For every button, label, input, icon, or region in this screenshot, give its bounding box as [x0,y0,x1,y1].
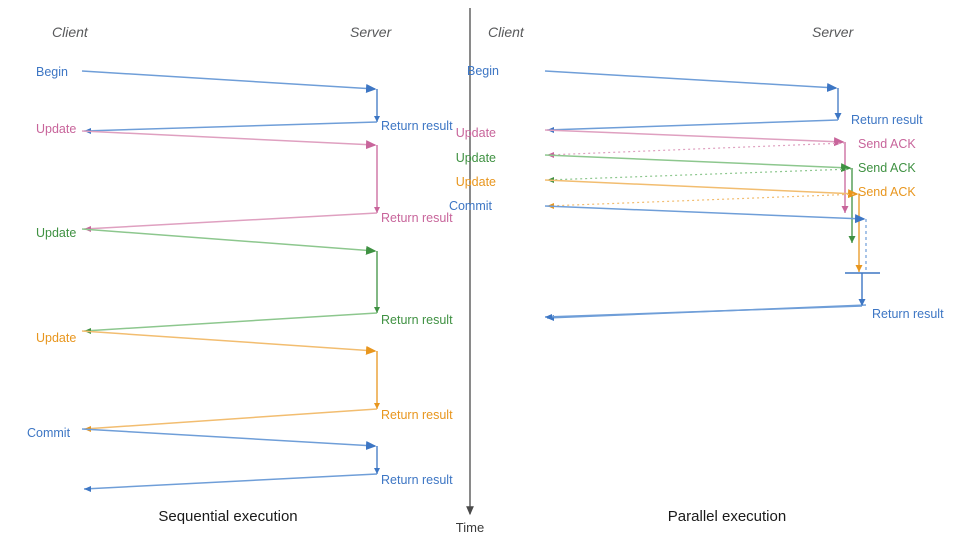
seq-server-drop-arrowhead-3 [374,403,380,409]
seq-reply-label-1: Return result [381,211,453,225]
par-reply-label-1: Send ACK [858,137,916,151]
seq-request-arrow-3 [81,330,377,355]
sequential-server-header: Server [350,24,393,40]
sequential-panel-caption: Sequential execution [158,508,297,525]
seq-request-arrow-2 [81,228,377,255]
sequential-client-header: Client [52,24,89,40]
par-request-arrow-3 [544,179,859,199]
par-server-activation-tip-0 [834,113,842,120]
seq-server-drop-arrowhead-4 [374,468,380,474]
seq-message-label-3: Update [36,331,76,345]
par-message-label-4: Commit [449,199,493,213]
seq-reply-label-4: Return result [381,473,453,487]
par-request-arrow-0 [544,70,838,92]
seq-reply-line-2 [83,312,378,332]
par-reply-line-3 [546,193,860,207]
par-reply-label-4: Return result [872,307,944,321]
time-axis: Time [456,8,484,535]
seq-reply-line-4 [83,473,378,490]
seq-reply-label-3: Return result [381,408,453,422]
parallel-client-header: Client [488,24,525,40]
seq-reply-line-1 [83,212,378,230]
par-message-label-0: Begin [467,64,499,78]
seq-message-label-4: Commit [27,426,71,440]
par-final-return-arrowhead [545,314,552,320]
seq-reply-label-0: Return result [381,119,453,133]
par-message-label-1: Update [456,126,496,140]
seq-server-drop-arrowhead-0 [374,116,380,122]
seq-server-drop-arrowhead-2 [374,307,380,313]
seq-reply-label-2: Return result [381,313,453,327]
par-reply-label-3: Send ACK [858,185,916,199]
seq-request-arrow-0 [81,70,377,93]
par-message-label-3: Update [456,175,496,189]
par-request-arrow-1 [544,129,845,147]
par-final-return-line [544,305,863,318]
par-message-label-2: Update [456,151,496,165]
seq-server-drop-arrowhead-1 [374,207,380,213]
seq-reply-line-0 [83,121,378,132]
time-axis-label: Time [456,520,484,535]
par-server-activation-tip-1 [841,206,849,213]
par-request-arrow-2 [544,154,852,173]
seq-message-label-0: Begin [36,65,68,79]
seq-request-arrow-1 [81,130,377,150]
seq-request-arrow-4 [81,428,377,450]
seq-message-label-1: Update [36,122,76,136]
par-reply-label-0: Return result [851,113,923,127]
parallel-server-header: Server [812,24,855,40]
seq-reply-arrowhead-4 [84,486,91,492]
generated-arrows-layer [81,70,880,492]
par-reply-line-2 [546,168,853,181]
par-reply-line-1 [546,142,846,156]
par-reply-label-2: Send ACK [858,161,916,175]
par-final-return-drop-arrowhead [858,299,866,306]
seq-message-label-2: Update [36,226,76,240]
parallel-panel-caption: Parallel execution [668,508,786,525]
par-server-activation-tip-3 [855,265,863,272]
par-server-activation-tip-2 [848,236,856,243]
par-reply-line-0 [546,119,839,131]
par-request-arrow-4 [544,205,866,224]
seq-reply-line-3 [83,408,378,430]
